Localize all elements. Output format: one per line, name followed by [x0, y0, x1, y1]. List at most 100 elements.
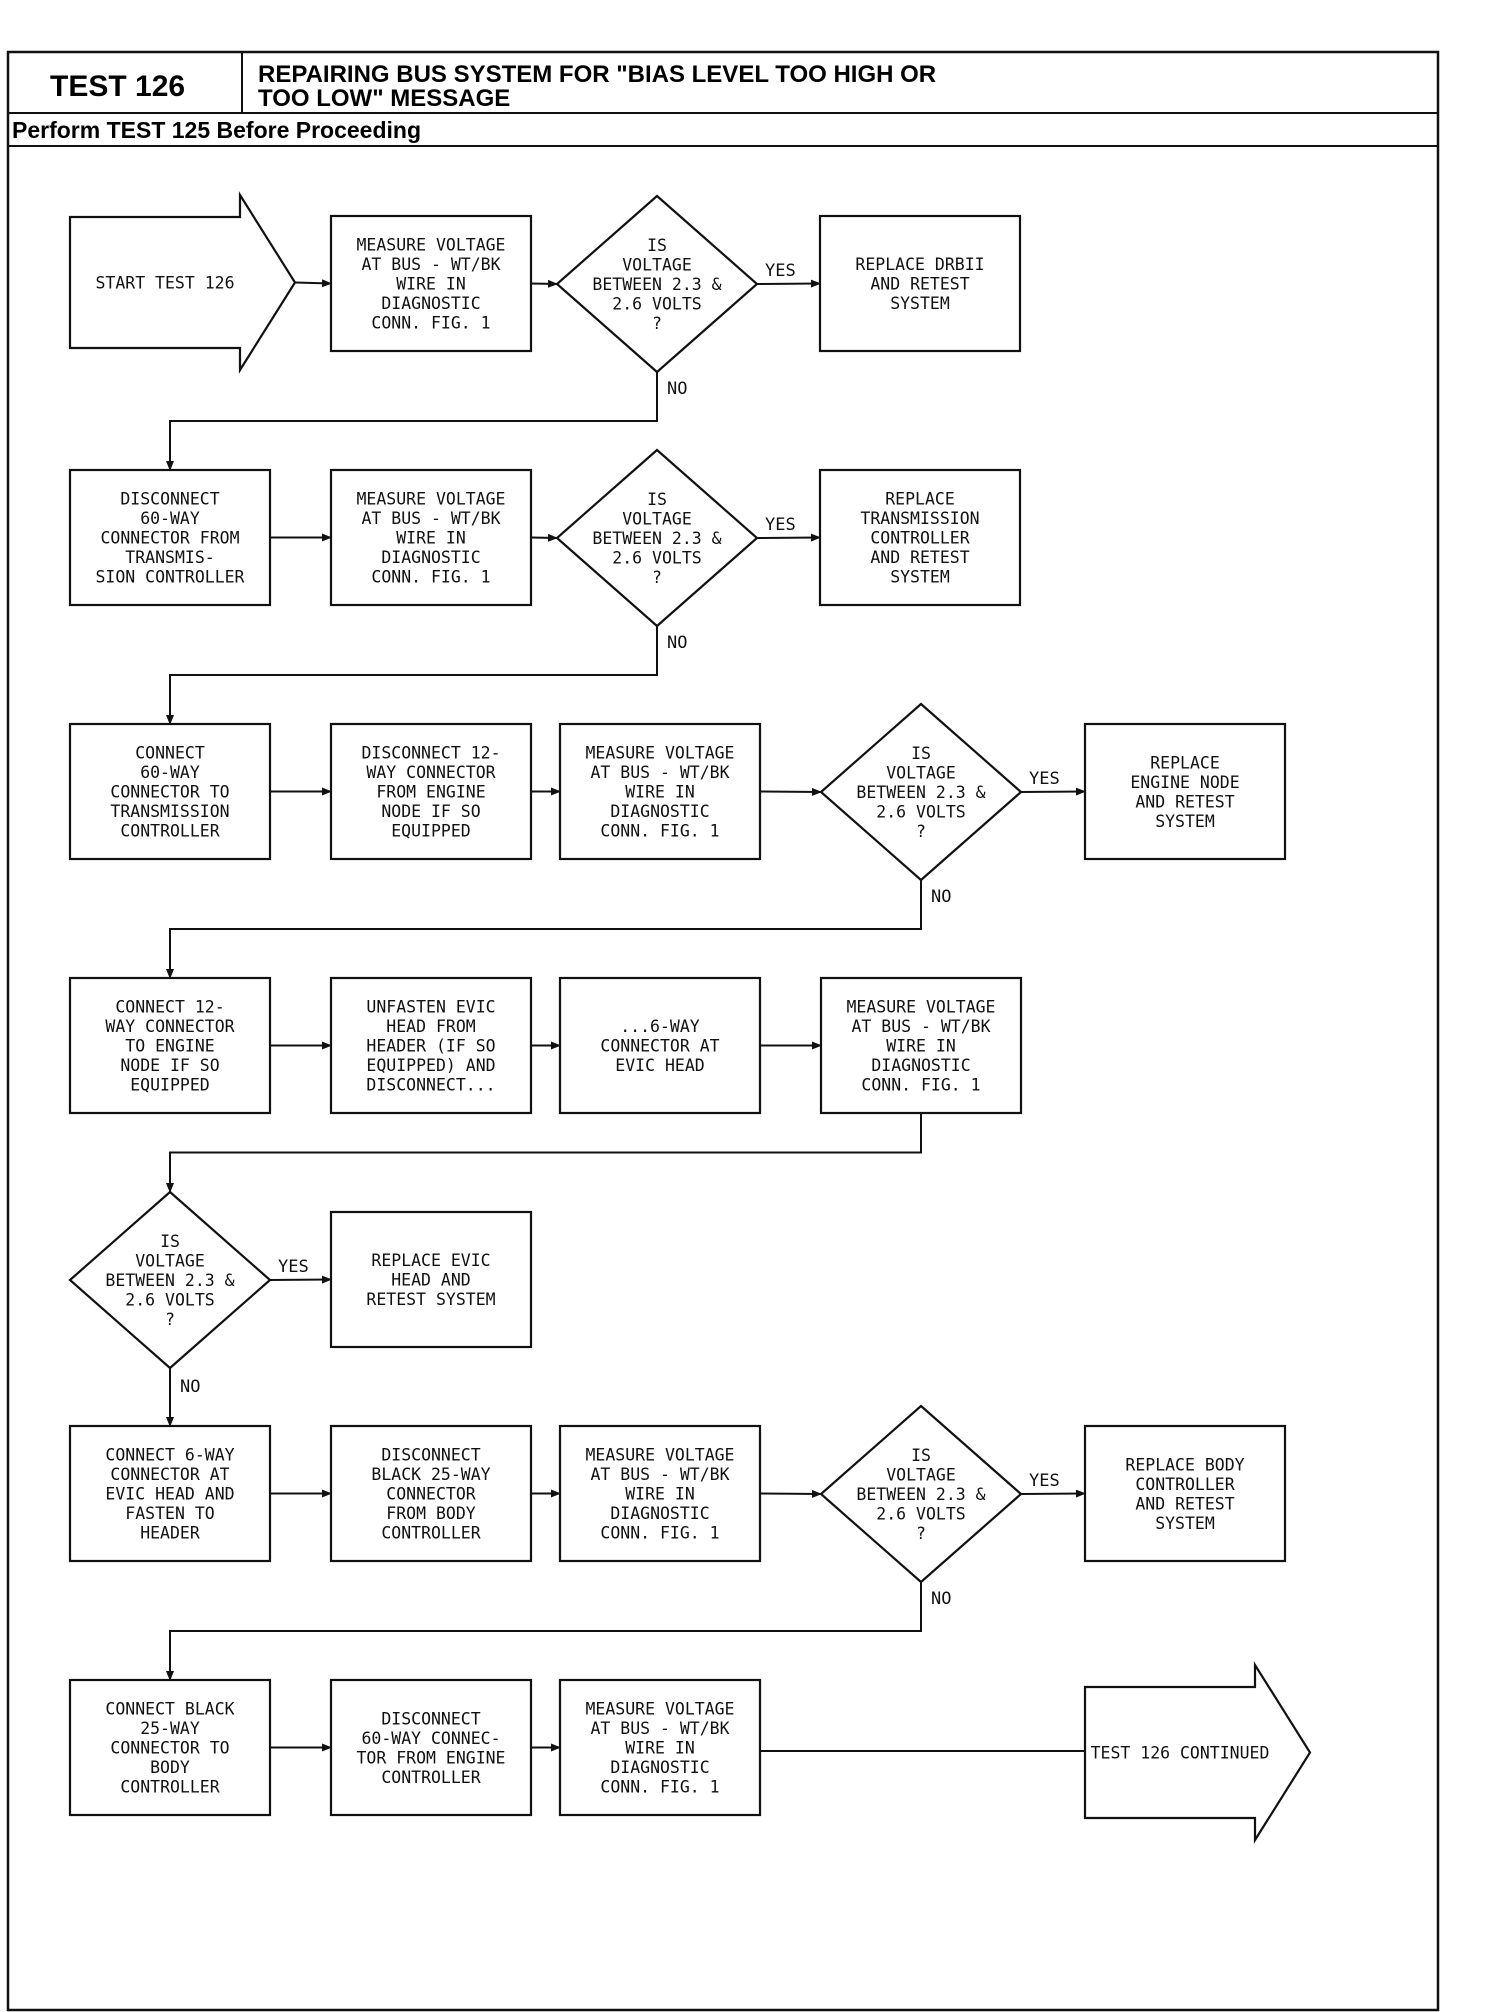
node-text-line: WAY CONNECTOR	[366, 763, 495, 782]
node-text-line: VOLTAGE	[622, 510, 692, 529]
process-box	[68, 722, 272, 861]
node-text-line: MEASURE VOLTAGE	[356, 236, 505, 255]
connector-m4-d5	[166, 1113, 922, 1193]
node-text-line: TRANSMIS-	[125, 548, 214, 567]
node-text-line: BETWEEN 2.3 &	[105, 1271, 234, 1290]
node-text-line: VOLTAGE	[622, 256, 692, 275]
subheader: Perform TEST 125 Before Proceeding	[12, 117, 421, 143]
page-title-line1: REPAIRING BUS SYSTEM FOR "BIAS LEVEL TOO…	[258, 61, 936, 88]
process-box	[329, 1424, 533, 1563]
flow-node-end: TEST 126 CONTINUED	[1083, 1661, 1312, 1844]
decision-diamond	[819, 702, 1023, 882]
process-box	[329, 722, 533, 861]
process-box	[68, 1678, 272, 1817]
process-box	[329, 468, 533, 607]
connector-d1-r1	[756, 279, 821, 288]
connector-m6-d6	[759, 1489, 822, 1498]
node-text-line: AND RETEST	[1135, 1494, 1234, 1513]
node-text-line: VOLTAGE	[886, 1466, 956, 1485]
node-text-line: CONTROLLER	[120, 822, 219, 841]
process-box	[68, 1424, 272, 1563]
node-text-line: CONTROLLER	[870, 529, 969, 548]
process-box	[329, 976, 533, 1115]
connector-d5-r5	[269, 1275, 332, 1284]
node-text-line: 60-WAY CONNEC-	[361, 1729, 500, 1748]
page-frame	[6, 50, 1440, 2012]
edge-label-no: NO	[180, 1377, 200, 1397]
node-text-line: DISCONNECT 12-	[361, 744, 500, 763]
node-text-line: DISCONNECT...	[366, 1076, 495, 1095]
node-text-line: AT BUS - WT/BK	[361, 509, 500, 528]
node-text-line: CONN. FIG. 1	[371, 314, 490, 333]
node-text-line: SYSTEM	[890, 568, 950, 587]
process-box	[68, 468, 272, 607]
process-box	[329, 214, 533, 353]
node-text-line: BETWEEN 2.3 &	[592, 529, 721, 548]
node-text-line: FROM BODY	[386, 1504, 475, 1523]
node-text-line: UNFASTEN EVIC	[366, 998, 495, 1017]
node-text-line: IS	[911, 1446, 931, 1465]
test-label: TEST 126	[50, 70, 185, 103]
edge-label-no: NO	[667, 633, 687, 653]
node-text-line: TRANSMISSION	[110, 802, 229, 821]
edge-label-yes: YES	[765, 515, 796, 535]
node-text-line: MEASURE VOLTAGE	[585, 744, 734, 763]
node-text-line: SION CONTROLLER	[95, 568, 244, 587]
node-text-line: AND RETEST	[870, 548, 969, 567]
node-text-line: NODE IF SO	[120, 1056, 219, 1075]
node-text-line: CONNECTOR AT	[600, 1037, 719, 1056]
node-text-line: HEAD AND	[391, 1271, 470, 1290]
node-text-line: 2.6 VOLTS	[612, 549, 701, 568]
node-text-line: SYSTEM	[1155, 1514, 1215, 1533]
edge-label-yes: YES	[1029, 769, 1060, 789]
node-text-line: CONNECT	[135, 744, 205, 763]
node-text-line: REPLACE	[1150, 753, 1220, 772]
node-text-line: VOLTAGE	[886, 764, 956, 783]
node-text-line: BODY	[150, 1758, 190, 1777]
node-text-line: DIAGNOSTIC	[381, 294, 480, 313]
node-text-line: CONNECT BLACK	[105, 1700, 234, 1719]
connector-d3-r3	[1020, 787, 1086, 796]
node-text-line: AND RETEST	[1135, 792, 1234, 811]
connector-d3-a4	[166, 880, 922, 979]
process-box	[558, 976, 762, 1115]
node-text-line: CONNECTOR TO	[110, 1739, 229, 1758]
node-text-line: 2.6 VOLTS	[876, 803, 965, 822]
process-box	[1083, 1424, 1287, 1563]
node-text-line: 2.6 VOLTS	[876, 1505, 965, 1524]
node-text-line: CONN. FIG. 1	[371, 568, 490, 587]
edge-label-yes: YES	[278, 1257, 309, 1277]
node-text-line: MEASURE VOLTAGE	[585, 1700, 734, 1719]
page-title-line2: TOO LOW" MESSAGE	[258, 85, 510, 112]
node-text-line: DIAGNOSTIC	[610, 1504, 709, 1523]
node-text-line: IS	[647, 490, 667, 509]
node-text-line: CONNECTOR	[386, 1485, 475, 1504]
node-text-line: CONTROLLER	[120, 1778, 219, 1797]
node-text-line: CONN. FIG. 1	[861, 1076, 980, 1095]
node-text-line: ?	[916, 1524, 926, 1543]
node-text-line: SYSTEM	[890, 294, 950, 313]
edge-label-yes: YES	[1029, 1471, 1060, 1491]
node-text-line: EQUIPPED) AND	[366, 1056, 495, 1075]
node-text-line: DIAGNOSTIC	[381, 548, 480, 567]
node-text-line: REPLACE DRBII	[855, 255, 984, 274]
node-text-line: REPLACE EVIC	[371, 1251, 490, 1270]
terminal-arrow	[68, 191, 297, 374]
node-text-line: BETWEEN 2.3 &	[856, 783, 985, 802]
node-text-line: FROM ENGINE	[376, 783, 485, 802]
edge-label-no: NO	[931, 1589, 951, 1609]
process-box	[819, 976, 1023, 1115]
